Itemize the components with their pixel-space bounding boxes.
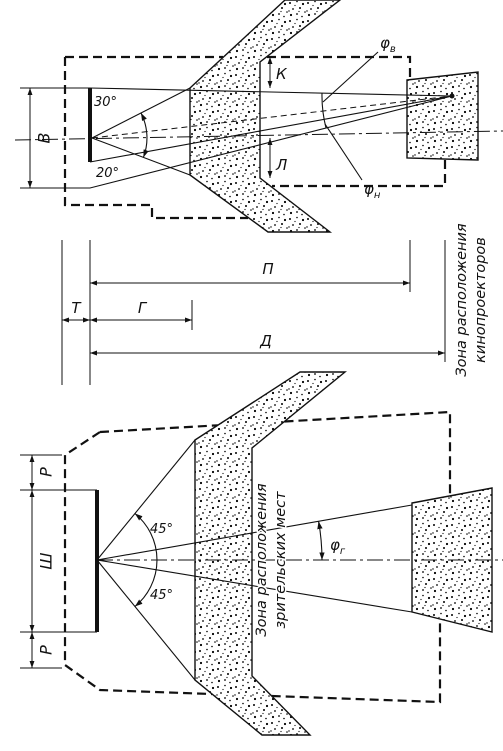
section-center-axis [14,130,503,141]
width-label: Ш [37,552,56,569]
phi-lower-label: φн [364,180,381,201]
l-label: Л [275,156,287,174]
plan-projection-ray-lower [96,559,413,613]
phi-lower-leader [324,123,363,181]
plan-sightline-lower [96,559,196,681]
plan-outline-dashed [63,410,452,704]
phi-upper-label: φв [380,34,396,55]
phi-horizontal-label: φг [330,536,346,557]
plan-sightline-upper [96,439,196,561]
angle-upper-label: 30° [94,95,117,110]
section-projection-angle-arc [321,93,327,129]
length-dimensions: П Т Г Д Зона расположения кинопроекторов [61,222,491,385]
plan-view: Р Ш Р 45° 45° φг Зона расположения зрите… [20,371,503,736]
g-label: Г [138,299,148,317]
side-top-label: Р [37,467,56,477]
height-label: В [35,133,54,144]
section-view: В 30° 20° К Л φв φн [14,0,503,233]
t-label: Т [71,299,82,317]
section-outline-dashed [63,55,447,220]
p-label: П [262,260,273,278]
plan-dimension-extension-lines [20,454,97,669]
plan-angle-lower-label: 45° [150,588,173,603]
plan-viewing-angle-arc [134,513,158,607]
seating-zone-label-line-2: зрительских мест [273,491,289,629]
side-bottom-label: Р [37,645,56,655]
d-label: Д [259,332,272,350]
projector-point [449,93,455,99]
projector-zone-label-line-2: кинопроекторов [473,237,489,363]
phi-upper-leader [322,51,379,103]
dimension-extension-lines [61,240,446,385]
section-viewing-angle-arc [140,112,149,158]
plan-angle-upper-label: 45° [150,522,173,537]
angle-lower-label: 20° [96,166,119,181]
projector-zone-label-line-1: Зона расположения [454,223,470,377]
k-label: К [276,65,288,83]
section-projection-ray-top [20,87,453,97]
seating-zone-label-line-1: Зона расположения [254,483,270,637]
section-projection-ray-floor [20,95,453,189]
section-booth-stipple [406,71,479,161]
plan-projection-ray-upper [96,504,413,561]
section-projection-ray-bottom [89,95,453,163]
section-wall-stipple [189,0,342,233]
section-projection-ray-center [91,95,453,139]
plan-wall-stipple [194,371,347,736]
plan-projection-angle-arc [317,521,325,561]
